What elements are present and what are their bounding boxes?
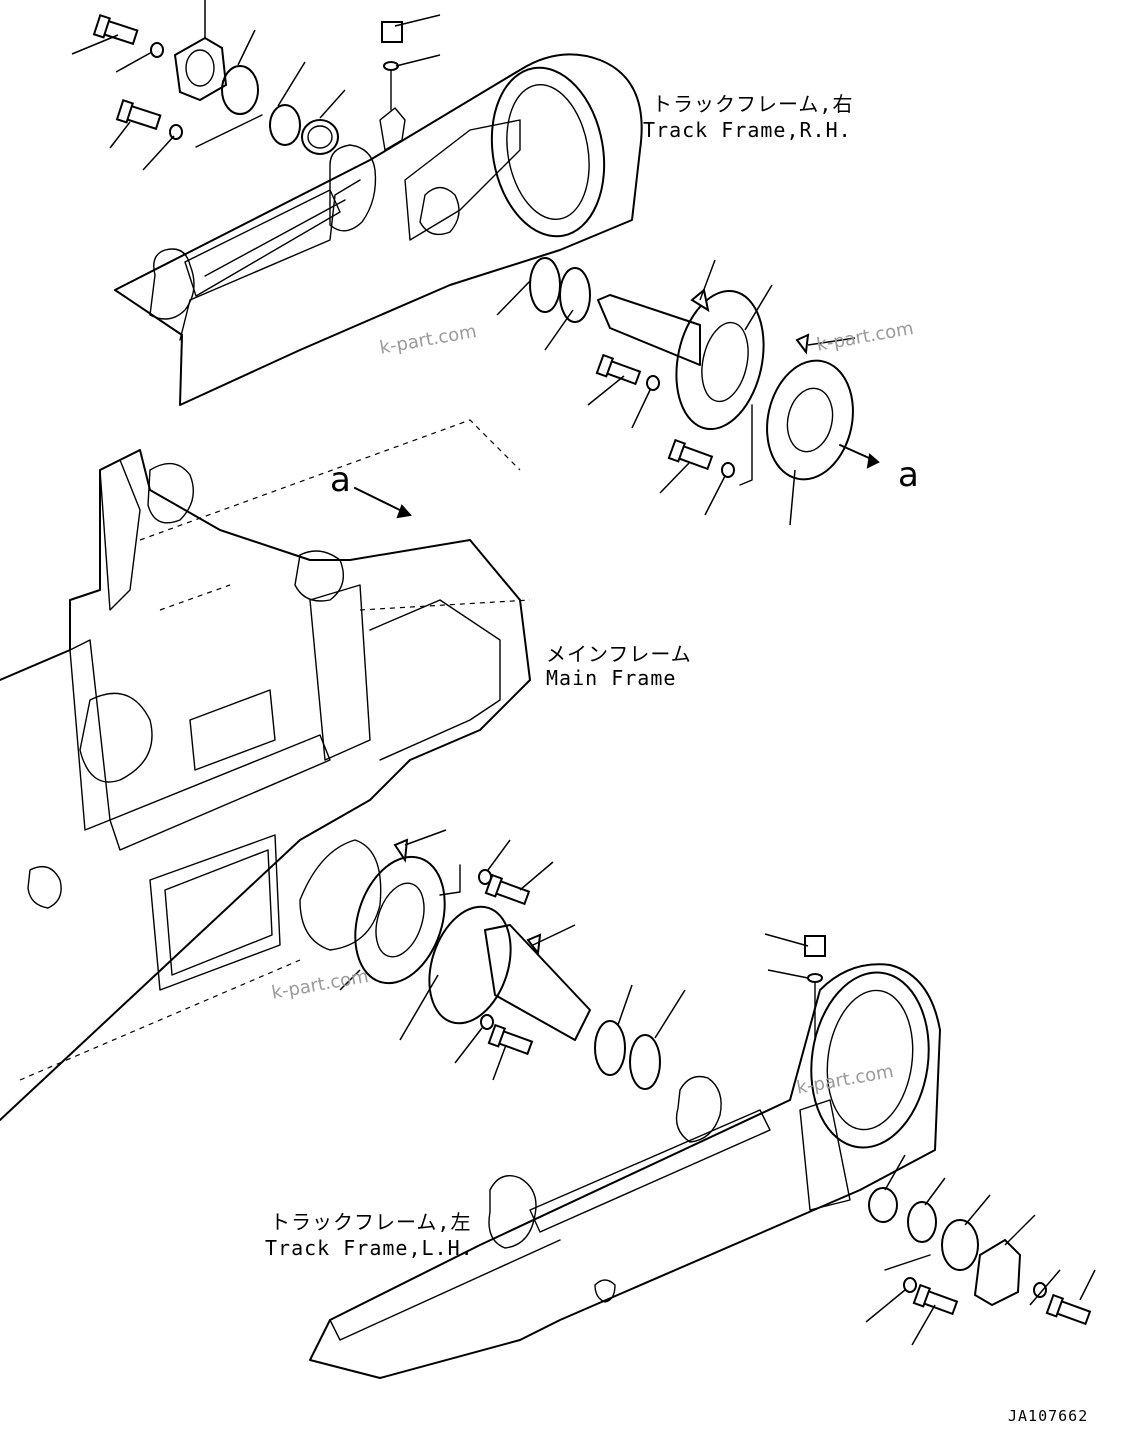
view-a-target-label: a [898, 455, 919, 495]
rh-spindle-group [496, 257, 880, 526]
lh-cap-group [865, 1154, 1096, 1346]
rh-cap-group [71, 0, 441, 171]
track-frame-rh [114, 53, 643, 406]
track-frame-lh [309, 933, 941, 1379]
label-main-frame-jp: メインフレーム [546, 642, 692, 666]
label-track-frame-rh-en: Track Frame,R.H. [643, 118, 852, 142]
label-track-frame-lh-en: Track Frame,L.H. [265, 1236, 474, 1260]
label-track-frame-lh-jp: トラックフレーム,左 [270, 1210, 472, 1234]
lh-spindle-group [339, 829, 686, 1090]
view-a-arrow-label: a [330, 460, 351, 500]
main-frame [0, 419, 531, 1121]
label-track-frame-rh-jp: トラックフレーム,右 [652, 92, 854, 116]
label-main-frame-en: Main Frame [546, 666, 677, 690]
drawing-id: JA107662 [1008, 1407, 1089, 1425]
